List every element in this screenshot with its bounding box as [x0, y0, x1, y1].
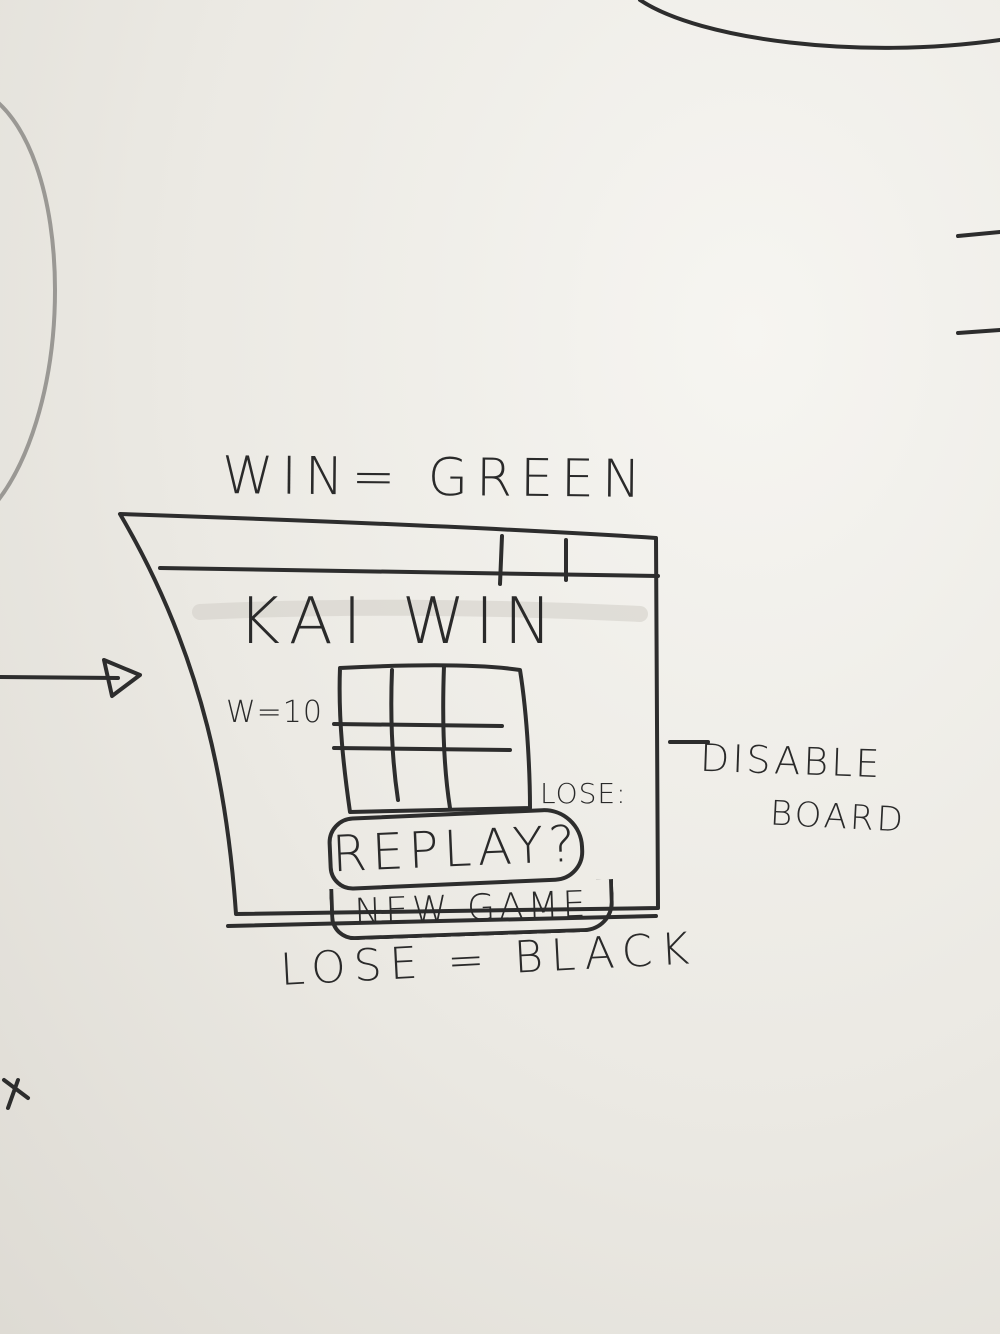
faint-circle-left [0, 101, 57, 501]
board-line-horizontal-1 [332, 722, 504, 728]
window-titlebar-divider [158, 566, 660, 578]
window-frame [118, 512, 660, 916]
arc-top-right [638, 0, 1000, 50]
disable-board-annotation-line1: DISABLE [699, 735, 884, 787]
board-line-vertical-1 [389, 668, 400, 802]
game-result-title: KAI WIN [238, 585, 562, 659]
arrow-head-icon [102, 658, 142, 698]
board-line-horizontal-2 [332, 746, 512, 752]
arrow-shaft [0, 675, 120, 680]
lose-count: LOSE: [540, 777, 627, 810]
replay-button-label: REPLAY? [330, 814, 582, 884]
game-board [337, 663, 532, 814]
eraser-smear [192, 599, 648, 622]
x-mark [2, 1078, 30, 1110]
board-line-vertical-2 [441, 664, 452, 810]
win-color-annotation: WIN= GREEN [221, 446, 650, 510]
dash-right-1 [956, 230, 1000, 238]
win-count: W=10 [226, 695, 323, 730]
dash-right-2 [956, 328, 1000, 335]
replay-button[interactable]: REPLAY? [326, 806, 586, 892]
window-control-1 [498, 534, 504, 586]
new-game-button-label: NEW GAME [353, 883, 591, 933]
disable-board-annotation-line2: BOARD [769, 793, 907, 841]
window-bottom-line [226, 914, 658, 928]
